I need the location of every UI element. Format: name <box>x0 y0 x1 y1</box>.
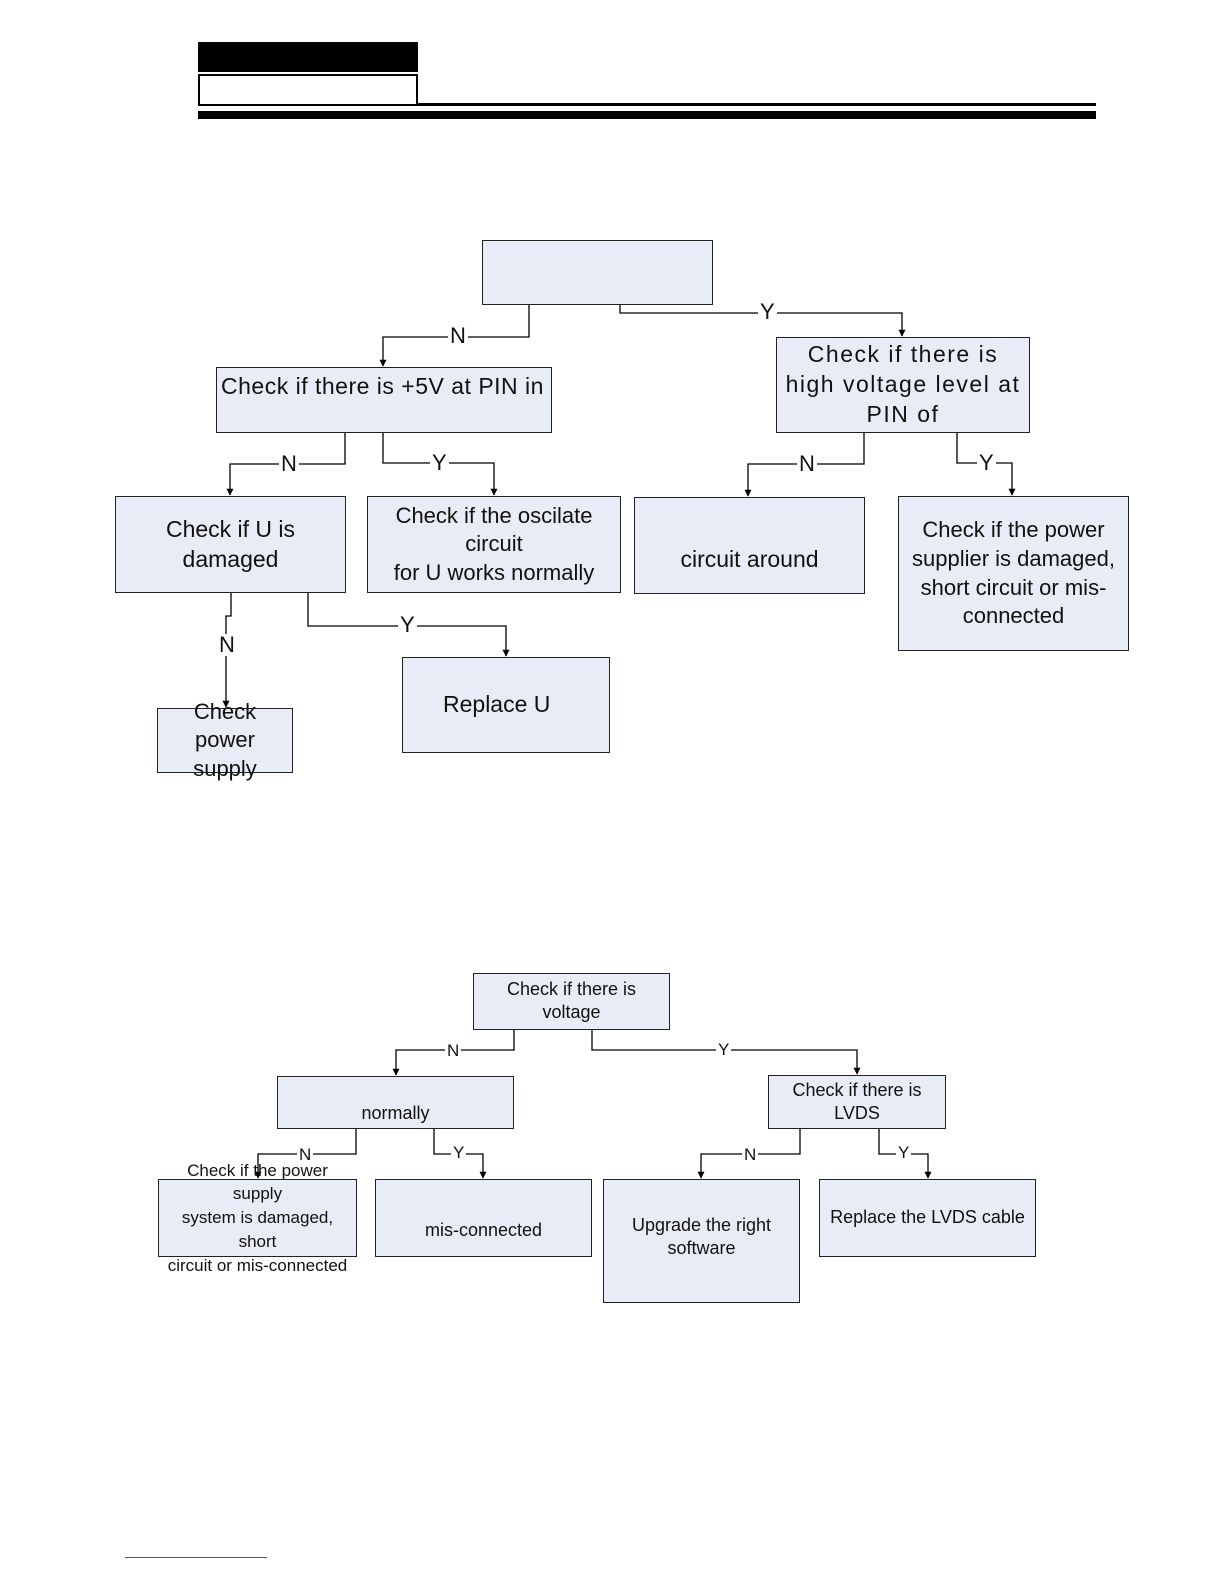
f2-replace-lvds-text: Replace the LVDS cable <box>830 1207 1025 1227</box>
f2-label-no-normally: N <box>445 1041 462 1060</box>
f2-label-yes-mis-connected: Y <box>451 1143 467 1162</box>
f1-label-no-u-damaged: N <box>279 451 299 476</box>
f2-upgrade-software-box: Upgrade the right software <box>603 1179 800 1303</box>
f1-replace-u-box: Replace U <box>402 657 610 753</box>
f2-check-power-system-text: Check if the power supply system is dama… <box>167 1160 348 1275</box>
f2-upgrade-software-text: Upgrade the right software <box>631 1215 772 1259</box>
f1-circuit-around-text: circuit around <box>680 546 819 573</box>
f1-check-oscillate-text: Check if the oscilate circuit for U work… <box>393 502 595 585</box>
f1-check-power-supply-text: Check power supply <box>193 698 257 781</box>
f1-label-yes-high-voltage: Y <box>758 299 777 324</box>
f1-check-u-damaged-box: Check if U is damaged <box>115 496 346 593</box>
f1-check-oscillate-box: Check if the oscilate circuit for U work… <box>367 496 621 593</box>
f2-label-yes-lvds: Y <box>716 1040 732 1059</box>
f1-check-u-damaged-text: Check if U is damaged <box>165 515 296 572</box>
f1-label-yes-replace-u: Y <box>398 612 417 637</box>
f2-mis-connected-text: mis-connected <box>424 1219 543 1240</box>
f2-normally-box: normally <box>277 1076 514 1129</box>
header-black-bar <box>198 42 418 72</box>
f1-root-box <box>482 240 713 305</box>
f1-label-no-circuit-around: N <box>797 451 817 476</box>
f2-normally-text: normally <box>361 1102 430 1123</box>
f2-check-voltage-text: Check if there is voltage <box>506 979 637 1023</box>
f1-replace-u-text: Replace U <box>443 691 551 718</box>
f2-label-no-upgrade: N <box>742 1145 759 1164</box>
f2-check-lvds-text: Check if there is LVDS <box>792 1080 922 1124</box>
f1-check-power-supply-box: Check power supply <box>157 699 293 781</box>
f2-check-voltage-box: Check if there is voltage <box>473 973 670 1030</box>
header-white-bar <box>198 74 418 106</box>
footer-link-underline[interactable] <box>125 1557 267 1558</box>
f2-replace-lvds-box: Replace the LVDS cable <box>819 1179 1036 1257</box>
f1-label-yes-oscillate: Y <box>430 450 449 475</box>
f1-label-no-power-supply: N <box>217 632 237 657</box>
f1-label-yes-power-supplier: Y <box>977 450 996 475</box>
f2-check-lvds-box: Check if there is LVDS <box>768 1075 946 1129</box>
f1-check-power-supplier-text: Check if the power supplier is damaged, … <box>911 517 1115 629</box>
f1-check-5v-text: Check if there is +5V at PIN in <box>221 373 544 399</box>
f1-check-power-supplier-box: Check if the power supplier is damaged, … <box>898 496 1129 651</box>
f2-mis-connected-box: mis-connected <box>375 1179 592 1257</box>
f1-check-high-voltage-box: Check if there is high voltage level at … <box>776 337 1030 433</box>
connector-f1-u-damaged-to-power-supply <box>222 593 232 708</box>
f2-label-yes-replace-lvds: Y <box>896 1143 912 1162</box>
header-rule-thick <box>198 111 1096 119</box>
f2-label-no-power-system: N <box>297 1145 314 1164</box>
f1-check-high-voltage-text: Check if there is high voltage level at … <box>785 341 1021 427</box>
f2-check-power-system-box: Check if the power supply system is dama… <box>158 1161 357 1275</box>
f1-label-no-5v: N <box>448 323 468 348</box>
f1-check-5v-box: Check if there is +5V at PIN in <box>216 367 552 433</box>
header-rule-thin <box>418 103 1096 106</box>
f1-circuit-around-box: circuit around <box>634 497 865 594</box>
